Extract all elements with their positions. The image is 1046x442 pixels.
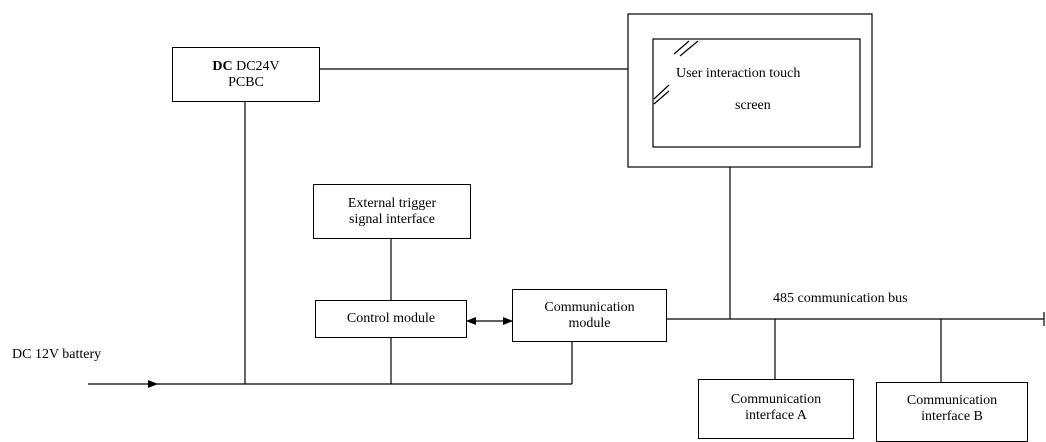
control-module-box: Control module bbox=[315, 300, 467, 338]
external-trigger-line2: signal interface bbox=[349, 211, 435, 227]
communication-interface-b-box: Communication interface B bbox=[876, 382, 1028, 442]
communication-module-line1: Communication bbox=[544, 299, 635, 315]
pcbc-voltage: DC24V bbox=[232, 58, 280, 74]
pcbc-subtitle: PCBC bbox=[228, 74, 264, 90]
control-module-label: Control module bbox=[346, 311, 436, 326]
interface-b-line1: Communication bbox=[906, 393, 998, 408]
interface-b-line2: interface B bbox=[921, 409, 983, 424]
communication-module-box: Communication module bbox=[512, 289, 667, 342]
touch-screen-display bbox=[652, 38, 861, 148]
touch-screen-label-line2: screen bbox=[735, 98, 771, 113]
pcbc-title-line: DC DC24V bbox=[212, 59, 279, 75]
touch-screen-label-line1: User interaction touch bbox=[676, 66, 801, 81]
external-trigger-box: External trigger signal interface bbox=[313, 184, 471, 239]
battery-label: DC 12V battery bbox=[12, 347, 102, 362]
external-trigger-line1: External trigger bbox=[347, 195, 437, 211]
pcbc-power-converter-box: DC DC24V PCBC bbox=[172, 47, 320, 102]
pcbc-dc-bold: DC bbox=[212, 58, 233, 74]
interface-a-line2: interface A bbox=[745, 408, 807, 423]
rs485-bus-label: 485 communication bus bbox=[773, 291, 908, 306]
touch-screen-frame bbox=[627, 13, 873, 168]
communication-interface-a-box: Communication interface A bbox=[698, 379, 854, 439]
interface-a-line1: Communication bbox=[730, 392, 822, 407]
communication-module-line2: module bbox=[568, 315, 611, 331]
